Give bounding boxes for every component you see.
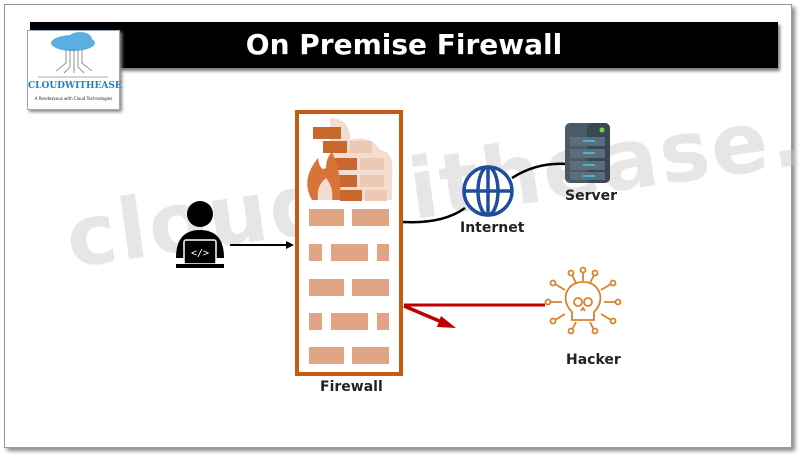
- title-bar: On Premise Firewall: [30, 22, 778, 68]
- firewall-internet-link: [402, 206, 466, 224]
- cloud-logo-icon: [38, 32, 108, 78]
- logo: CLOUDWITHEASE A Rendezvous with Cloud Te…: [27, 30, 122, 110]
- internet-label: Internet: [460, 220, 525, 236]
- user-to-firewall-arrow: [230, 241, 294, 249]
- server-icon: [565, 123, 610, 183]
- hacker-label: Hacker: [566, 352, 621, 368]
- firewall-label: Firewall: [320, 379, 383, 395]
- logo-name: CLOUDWITHEASE: [28, 81, 122, 91]
- attack-blocked-arrow: [403, 303, 545, 328]
- hacker-skull-icon: [544, 266, 622, 335]
- server-label: Server: [565, 188, 618, 204]
- logo-tagline: A Rendezvous with Cloud Technologies: [34, 96, 113, 101]
- firewall: [295, 110, 403, 376]
- internet-server-link: [511, 162, 568, 180]
- svg-text:</>: </>: [191, 248, 209, 259]
- firewall-bricks: [309, 209, 389, 364]
- user-icon: </>: [176, 201, 224, 268]
- firewall-cloud-icon: [307, 118, 393, 201]
- globe-icon: [462, 165, 514, 217]
